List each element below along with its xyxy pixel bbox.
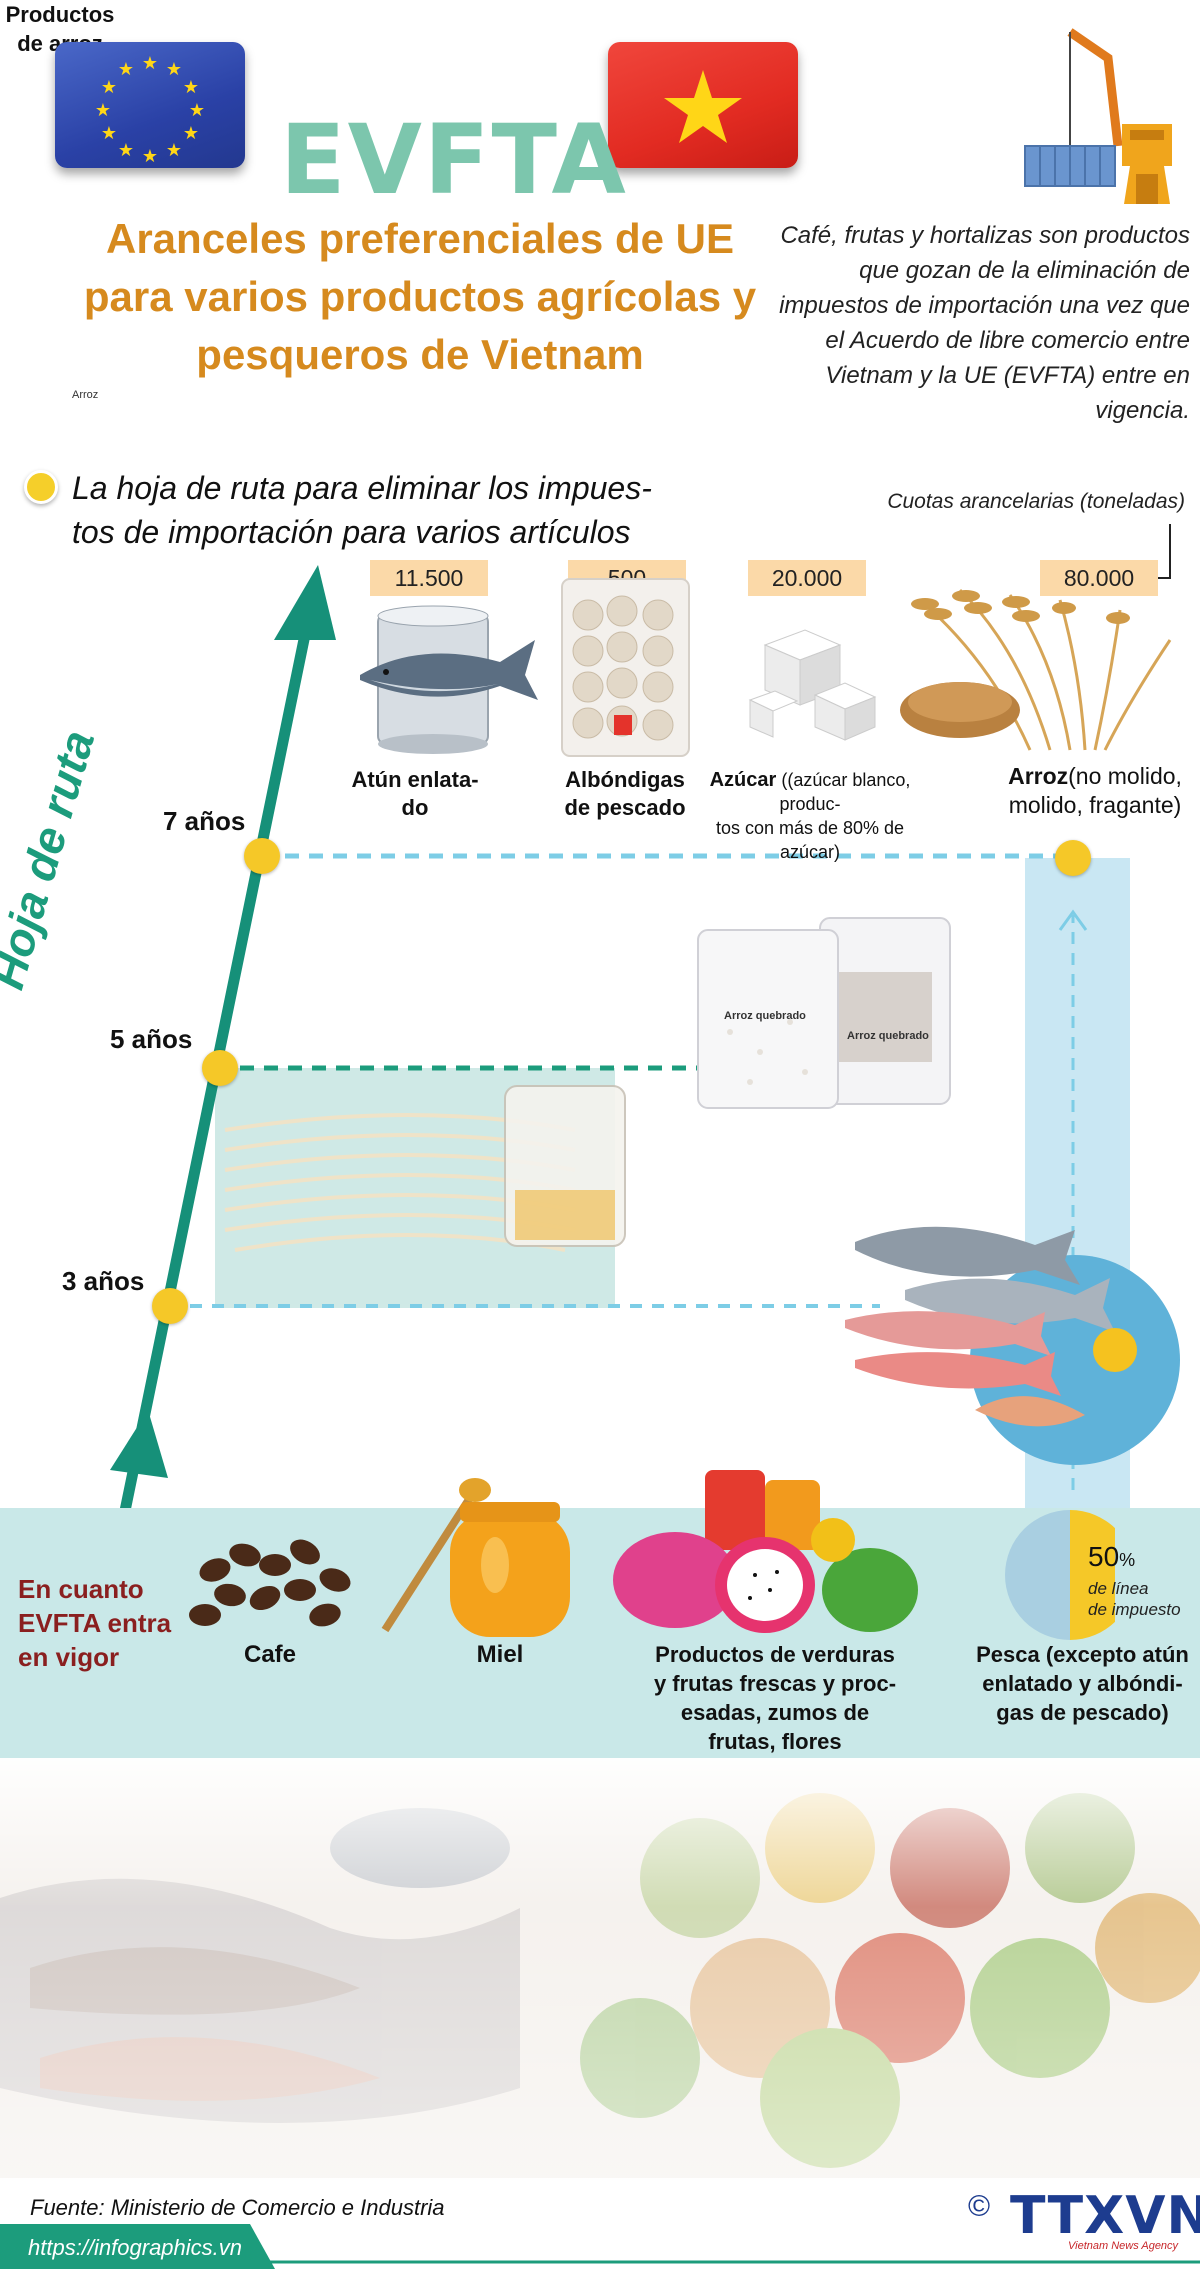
- svg-text:★: ★: [183, 77, 199, 97]
- rice-name: Arroz: [1008, 763, 1069, 789]
- ttxvn-logo: TTXVN: [1010, 2186, 1200, 2246]
- percent-sign: %: [1119, 1550, 1136, 1570]
- veg-label-line4: frutas, flores: [708, 1729, 842, 1754]
- year-7-label: 7 años: [163, 806, 246, 836]
- fish-label-line2: enlatado y albóndi-: [982, 1671, 1183, 1696]
- rice-note-2: molido, fragante): [1008, 792, 1182, 818]
- veg-label: Productos de verduras y frutas frescas y…: [635, 1640, 915, 1756]
- tuna-label-line1: Atún enlata-: [351, 767, 479, 792]
- quota-bracket: [1152, 524, 1171, 579]
- honey-label: Miel: [476, 1641, 524, 1668]
- fish-label-line3: gas de pescado): [996, 1700, 1169, 1725]
- rice-wheat-icon: [900, 588, 1172, 751]
- start-label: En cuanto EVFTA entra en vigor: [18, 1572, 171, 1674]
- svg-text:★: ★: [118, 140, 134, 160]
- vietnam-flag-icon: [608, 42, 798, 168]
- tuna-label-line2: do: [401, 795, 429, 820]
- bag-label-2: Arroz quebrado: [847, 1030, 929, 1042]
- percent-note-line1: de línea: [1088, 1579, 1149, 1598]
- seafood-icon: [845, 1226, 1180, 1465]
- svg-text:★: ★: [142, 53, 158, 73]
- pie-50-percent-icon: [1005, 1510, 1115, 1640]
- fish-label-line1: Pesca (excepto atún: [976, 1642, 1189, 1667]
- svg-text:★: ★: [166, 140, 182, 160]
- sugar-label: Azúcar ((azúcar blanco, produc- tos con …: [690, 768, 930, 864]
- veg-label-line3: esadas, zumos de: [680, 1700, 870, 1725]
- fish-label: Pesca (excepto atún enlatado y albóndi- …: [965, 1640, 1200, 1727]
- svg-text:★: ★: [101, 77, 117, 97]
- tuna-label: Atún enlata- do: [345, 766, 485, 822]
- svg-text:★: ★: [142, 146, 158, 166]
- start-label-line1: En cuanto: [18, 1574, 144, 1604]
- roadmap-heading-line2: tos de importación para varios artículos: [72, 514, 631, 550]
- fish-balls-icon: [561, 578, 690, 757]
- svg-text:★: ★: [189, 100, 205, 120]
- svg-text:★: ★: [183, 123, 199, 143]
- veg-label-line1: Productos de verduras: [655, 1642, 895, 1667]
- start-label-line2: EVFTA entra: [18, 1608, 172, 1638]
- svg-text:★: ★: [118, 59, 134, 79]
- bag-label-1: Arroz quebrado: [724, 1010, 806, 1022]
- percent-note: de línea de impuesto: [1088, 1578, 1181, 1620]
- quota-sugar: 20.000: [748, 560, 866, 596]
- year-7-end-dot: [1055, 840, 1091, 876]
- veg-label-line2: y frutas frescas y proc-: [653, 1671, 897, 1696]
- quota-tuna: 11.500: [370, 560, 488, 596]
- start-label-line3: en vigor: [18, 1642, 120, 1672]
- percent-number: 50: [1088, 1541, 1120, 1572]
- fishballs-label: Albóndigas de pescado: [555, 766, 695, 822]
- broken-rice-bags-icon: [697, 917, 951, 1109]
- seafood-vegetables-backdrop: [0, 1758, 1200, 2178]
- eu-flag-icon: ★ ★ ★ ★ ★ ★ ★ ★ ★ ★ ★ ★: [55, 42, 245, 168]
- source-text: Fuente: Ministerio de Comercio e Industr…: [30, 2195, 445, 2220]
- roadmap-heading-line1: La hoja de ruta para eliminar los impues…: [72, 470, 652, 506]
- fishballs-label-line2: de pescado: [564, 795, 686, 820]
- immediate-band: [0, 1508, 1200, 1758]
- fishballs-label-line1: Albóndigas: [565, 767, 685, 792]
- roadmap-heading: La hoja de ruta para eliminar los impues…: [72, 466, 712, 554]
- svg-text:★: ★: [95, 100, 111, 120]
- crane-container-icon: [1024, 28, 1172, 204]
- percent-note-line2: de impuesto: [1088, 1600, 1181, 1619]
- canned-tuna-icon: [360, 605, 538, 754]
- quota-caption: Cuotas arancelarias (toneladas): [887, 490, 1185, 513]
- footer-bar: [0, 2224, 1200, 2269]
- coffee-label: Cafe: [243, 1641, 297, 1668]
- coffee-beans-icon: [189, 1539, 351, 1627]
- intro-text: Café, frutas y hortalizas son productos …: [779, 222, 1190, 424]
- rice-note-1: (no molido,: [1068, 763, 1182, 789]
- page-subtitle: Aranceles preferenciales de UE para vari…: [83, 215, 757, 378]
- svg-text:★: ★: [166, 59, 182, 79]
- year-5-label: 5 años: [110, 1024, 193, 1054]
- page-title: EVFTA: [280, 104, 628, 216]
- source-url-link[interactable]: https://infographics.vn: [28, 2235, 243, 2260]
- ttxvn-logo-subtitle: Vietnam News Agency: [1068, 2240, 1179, 2252]
- svg-text:★: ★: [101, 123, 117, 143]
- heading-bullet-dot: [24, 470, 58, 504]
- copyright-icon: ©: [968, 2190, 991, 2223]
- fruits-vegetables-icon: [613, 1470, 918, 1633]
- quota-rice: 80.000: [1040, 560, 1158, 596]
- sugar-note-2: tos con más de 80% de azúcar): [715, 818, 905, 862]
- year-3-dot: [152, 1288, 188, 1324]
- rice-noodles-icon: [224, 1085, 626, 1252]
- sugar-note-1: ((azúcar blanco, produc-: [779, 770, 911, 814]
- percent-value: 50%: [1088, 1541, 1135, 1573]
- rice-label: Arroz(no molido, molido, fragante): [995, 762, 1195, 820]
- honey-jar-icon: [381, 1478, 570, 1637]
- year-5-dot: [202, 1050, 238, 1086]
- sugar-cubes-icon: [748, 629, 877, 741]
- sugar-name: Azúcar: [709, 769, 777, 791]
- rice-products-line1: Productos: [5, 2, 115, 27]
- year-7-dot: [244, 838, 280, 874]
- year-3-label: 3 años: [62, 1266, 145, 1296]
- tiny-label: Arroz: [72, 389, 99, 401]
